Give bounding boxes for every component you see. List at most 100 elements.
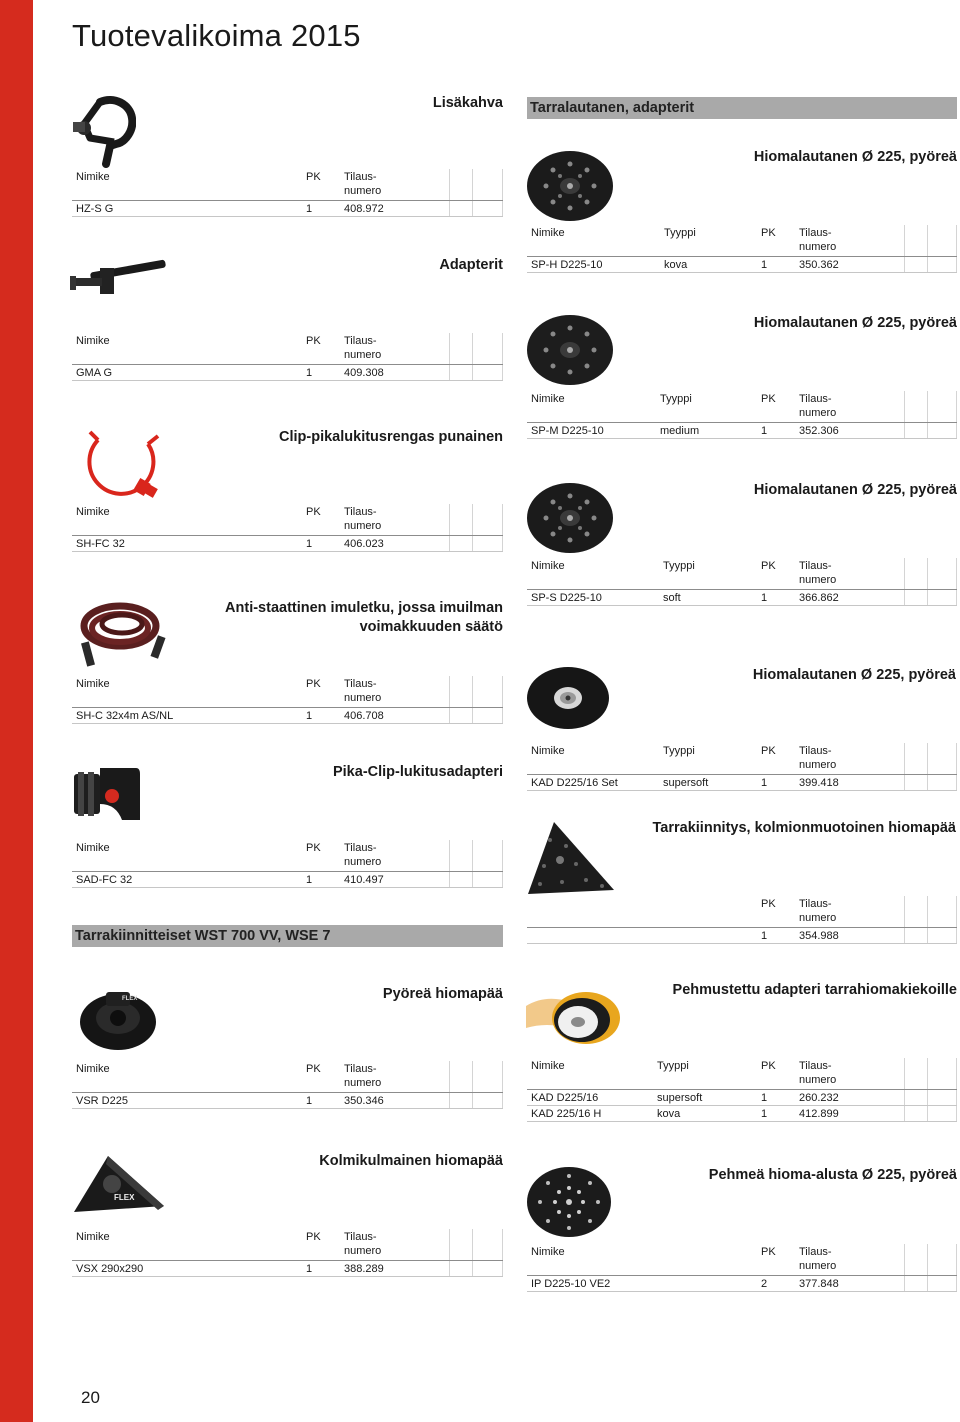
col-tilaus: Tilaus-numero	[344, 842, 382, 868]
hose-image	[74, 598, 170, 670]
handle-image	[70, 94, 136, 170]
col-tilaus: Tilaus-numero	[344, 1231, 382, 1257]
cell-nimike: SH-FC 32	[76, 538, 125, 550]
col-nimike: Nimike	[76, 335, 110, 347]
product-table-sh-fc-32: Nimike PK Tilaus-numero SH-FC 32 1 406.0…	[72, 504, 503, 552]
product-table-kad-set: Nimike Tyyppi PK Tilaus-numero KAD D225/…	[527, 743, 957, 791]
table-row: SH-C 32x4m AS/NL 1 406.708	[72, 708, 503, 724]
table-row: VSR D225 1 350.346	[72, 1093, 503, 1109]
col-pk: PK	[306, 335, 321, 347]
col-pk: PK	[761, 898, 776, 910]
cell-pk: 1	[761, 259, 768, 271]
table-row: 1 354.988	[527, 928, 957, 944]
section-bar-wst: Tarrakiinnitteiset WST 700 VV, WSE 7	[72, 925, 503, 947]
heading-pehmustettu-adapteri: Pehmustettu adapteri tarrahiomakiekoille	[672, 982, 957, 998]
heading-clip-rengas: Clip-pikalukitusrengas punainen	[279, 429, 503, 445]
col-tyyppi: Tyyppi	[663, 745, 695, 757]
col-nimike: Nimike	[76, 171, 110, 183]
table-header: Nimike PK Tilaus-numero	[72, 1229, 503, 1261]
col-tilaus: Tilaus-numero	[344, 335, 382, 361]
image-brand-text: FLEX	[114, 1193, 135, 1202]
table-header: Nimike Tyyppi PK Tilaus-numero	[527, 225, 957, 257]
cell-pk: 1	[306, 1095, 313, 1107]
section-bar-tarralautanen: Tarralautanen, adapterit	[527, 97, 957, 119]
col-nimike: Nimike	[531, 1060, 565, 1072]
cell-tilaus: 410.497	[344, 874, 384, 886]
col-tilaus: Tilaus-numero	[799, 1246, 837, 1272]
cell-nimike: KAD D225/16 Set	[531, 777, 618, 789]
cell-tyyppi: supersoft	[663, 777, 709, 789]
col-tilaus: Tilaus-numero	[344, 1063, 382, 1089]
cell-pk: 1	[306, 538, 313, 550]
heading-adapterit: Adapterit	[439, 257, 503, 273]
table-header: Nimike PK Tilaus-numero	[72, 504, 503, 536]
col-tilaus: Tilaus-numero	[799, 227, 837, 253]
table-header: Nimike PK Tilaus-numero	[72, 840, 503, 872]
col-nimike: Nimike	[76, 842, 110, 854]
heading-pika-clip: Pika-Clip-lukitusadapteri	[332, 764, 503, 780]
adapter-image	[70, 258, 170, 298]
col-tilaus: Tilaus-numero	[799, 393, 837, 419]
cell-pk: 1	[761, 1092, 768, 1104]
cell-pk: 2	[761, 1278, 768, 1290]
cell-nimike: SP-H D225-10	[531, 259, 603, 271]
col-pk: PK	[306, 842, 321, 854]
cell-pk: 1	[761, 777, 768, 789]
cell-tilaus: 406.023	[344, 538, 384, 550]
col-pk: PK	[761, 745, 776, 757]
col-nimike: Nimike	[531, 1246, 565, 1258]
cell-tilaus: 377.848	[799, 1278, 839, 1290]
col-nimike: Nimike	[76, 1231, 110, 1243]
cell-tyyppi: soft	[663, 592, 681, 604]
table-header: PK Tilaus-numero	[527, 896, 957, 928]
table-row: KAD D225/16 Set supersoft 1 399.418	[527, 775, 957, 791]
cell-pk: 1	[306, 710, 313, 722]
col-pk: PK	[306, 678, 321, 690]
cell-nimike: KAD 225/16 H	[531, 1108, 602, 1120]
cell-tilaus: 408.972	[344, 203, 384, 215]
table-row: SP-M D225-10 medium 1 352.306	[527, 423, 957, 439]
product-table-sh-c: Nimike PK Tilaus-numero SH-C 32x4m AS/NL…	[72, 676, 503, 724]
col-pk: PK	[761, 1246, 776, 1258]
product-table-sad-fc-32: Nimike PK Tilaus-numero SAD-FC 32 1 410.…	[72, 840, 503, 888]
col-tyyppi: Tyyppi	[657, 1060, 689, 1072]
red-side-bar	[0, 0, 33, 1422]
table-row: KAD D225/16 supersoft 1 260.232	[527, 1090, 957, 1106]
cell-nimike: SP-M D225-10	[531, 425, 604, 437]
cell-tilaus: 412.899	[799, 1108, 839, 1120]
col-nimike: Nimike	[76, 678, 110, 690]
col-tilaus: Tilaus-numero	[799, 1060, 837, 1086]
cell-nimike: VSR D225	[76, 1095, 128, 1107]
product-table-kolmio: PK Tilaus-numero 1 354.988	[527, 896, 957, 944]
cell-pk: 1	[761, 592, 768, 604]
image-brand-text: FLEX	[122, 996, 137, 1002]
table-header: Nimike Tyyppi PK Tilaus-numero	[527, 1058, 957, 1090]
cell-pk: 1	[306, 874, 313, 886]
heading-imuletku: Anti-staattinen imuletku, jossa imuilman…	[225, 599, 503, 637]
cell-tyyppi: kova	[657, 1108, 681, 1120]
col-tyyppi: Tyyppi	[663, 560, 695, 572]
col-pk: PK	[761, 227, 776, 239]
col-tyyppi: Tyyppi	[664, 227, 696, 239]
table-row: GMA G 1 409.308	[72, 365, 503, 381]
heading-pehmea-hioma-alusta: Pehmeä hioma-alusta Ø 225, pyöreä	[708, 1167, 957, 1183]
supersoft-pad-image	[526, 666, 610, 730]
cell-nimike: SH-C 32x4m AS/NL	[76, 710, 174, 722]
sanding-disc-soft-image	[526, 482, 614, 554]
cell-pk: 1	[761, 425, 768, 437]
col-tilaus: Tilaus-numero	[799, 745, 837, 771]
col-nimike: Nimike	[531, 745, 565, 757]
cell-tilaus: 350.362	[799, 259, 839, 271]
cell-pk: 1	[761, 930, 768, 942]
padded-adapter-image	[526, 988, 620, 1046]
product-table-gma-g: Nimike PK Tilaus-numero GMA G 1 409.308	[72, 333, 503, 381]
col-tilaus: Tilaus-numero	[344, 171, 382, 197]
heading-kolmikulmainen: Kolmikulmainen hiomapää	[319, 1153, 503, 1169]
cell-tyyppi: supersoft	[657, 1092, 703, 1104]
heading-pyorea-hiomapaa: Pyöreä hiomapää	[382, 986, 503, 1002]
heading-hiomalautanen-1: Hiomalautanen Ø 225, pyöreä	[753, 149, 957, 165]
col-nimike: Nimike	[76, 506, 110, 518]
cell-tilaus: 352.306	[799, 425, 839, 437]
product-table-vsr-d225: Nimike PK Tilaus-numero VSR D225 1 350.3…	[72, 1061, 503, 1109]
col-pk: PK	[761, 393, 776, 405]
